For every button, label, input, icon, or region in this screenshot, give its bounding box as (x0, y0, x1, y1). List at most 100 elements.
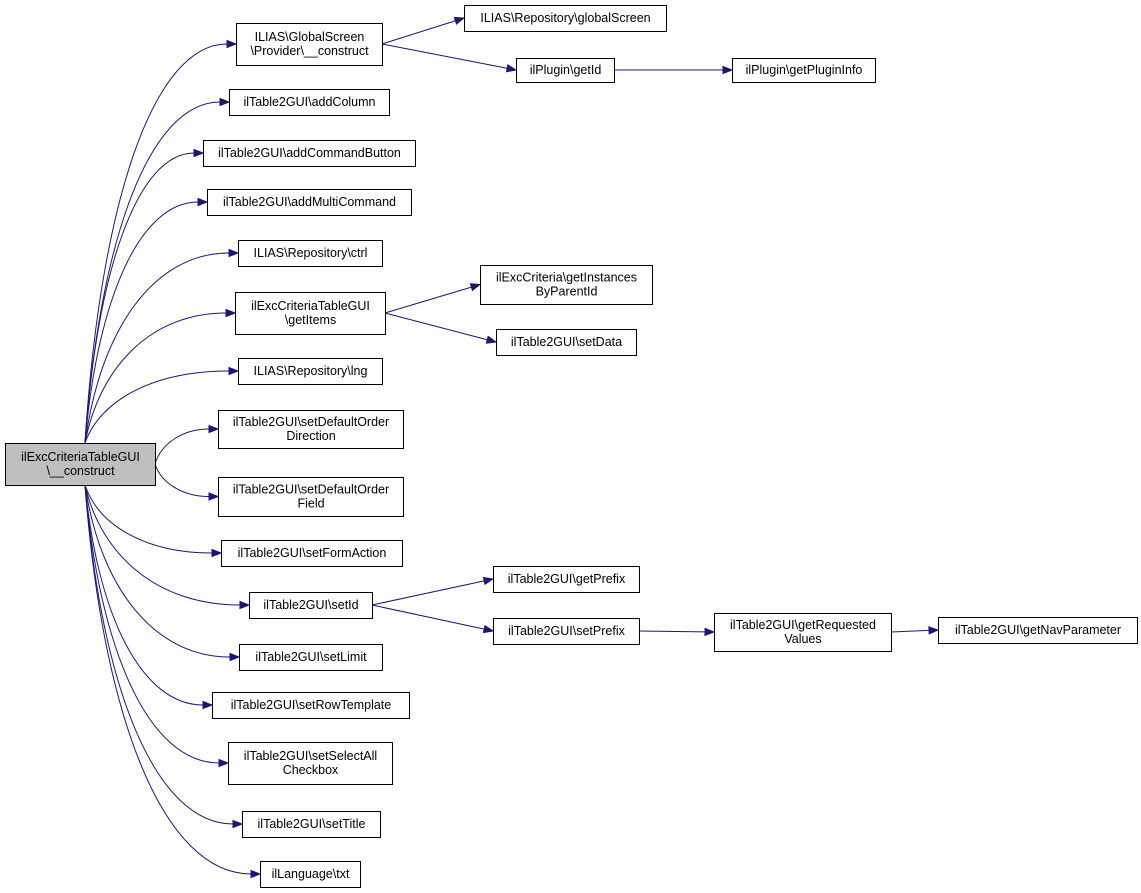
arrowhead-icon (228, 366, 240, 376)
edge-root-to-getitems (84, 308, 237, 444)
node-box (496, 329, 637, 356)
arrowhead-icon (208, 492, 220, 501)
node-box (714, 613, 892, 652)
edge-root-to-gs-provider (84, 39, 238, 444)
node-setprefix[interactable]: ilTable2GUI\setPrefix (493, 618, 640, 645)
arrowhead-icon (232, 819, 244, 829)
node-setformaction[interactable]: ilTable2GUI\setFormAction (221, 540, 403, 567)
node-root[interactable]: ilExcCriteriaTableGUI\__construct (5, 443, 156, 486)
node-box (493, 618, 640, 645)
edge-line (84, 484, 234, 825)
node-label: Field (297, 497, 324, 511)
node-label: ilTable2GUI\getPrefix (508, 572, 626, 586)
node-label: ilTable2GUI\setDefaultOrder (233, 415, 389, 429)
edge-line (84, 484, 231, 658)
node-box (238, 358, 383, 385)
node-setdata[interactable]: ilTable2GUI\setData (496, 329, 637, 356)
edge-root-to-repo-lng (84, 366, 240, 444)
node-label: ilTable2GUI\getRequested (730, 618, 876, 632)
node-getitems[interactable]: ilExcCriteriaTableGUI\getItems (235, 292, 386, 335)
edge-line (154, 428, 210, 465)
node-setrowtemplate[interactable]: ilTable2GUI\setRowTemplate (212, 692, 410, 719)
edge-setprefix-to-getrequestedvalues (638, 627, 716, 637)
node-repo-lng[interactable]: ILIAS\Repository\lng (238, 358, 383, 385)
node-addcommandbutton[interactable]: ilTable2GUI\addCommandButton (203, 140, 416, 167)
edge-gs-provider-to-plugin-getid (381, 43, 518, 73)
node-label: ilTable2GUI\addMultiCommand (223, 195, 396, 209)
arrowhead-icon (229, 652, 241, 662)
node-box (938, 617, 1138, 644)
edge-line (371, 580, 485, 606)
node-box (229, 89, 390, 116)
arrowhead-icon (208, 424, 220, 434)
node-box (5, 443, 156, 486)
node-addcolumn[interactable]: ilTable2GUI\addColumn (229, 89, 390, 116)
node-settitle[interactable]: ilTable2GUI\setTitle (242, 811, 381, 838)
edge-line (384, 312, 488, 341)
node-getprefix[interactable]: ilTable2GUI\getPrefix (493, 566, 640, 593)
arrowhead-icon (226, 39, 238, 49)
edge-getrequestedvalues-to-getnavparameter (890, 626, 940, 635)
node-box (221, 540, 403, 567)
node-label: Direction (286, 429, 335, 443)
edge-plugin-getid-to-plugin-getinfo (614, 65, 734, 75)
node-label: ilTable2GUI\setRowTemplate (231, 698, 392, 712)
node-repo-globalscreen[interactable]: ILIAS\Repository\globalScreen (464, 5, 667, 32)
node-box (236, 23, 383, 66)
node-label: ilExcCriteria\getInstances (496, 271, 637, 285)
edge-line (84, 484, 241, 606)
edge-line (890, 629, 930, 633)
arrowhead-icon (219, 97, 231, 107)
arrowhead-icon (469, 283, 482, 292)
edge-root-to-setselectall (84, 484, 230, 768)
edge-root-to-setrowtemplate (84, 484, 214, 710)
arrowhead-icon (482, 576, 495, 586)
edge-line (371, 604, 485, 630)
node-label: ilTable2GUI\setId (263, 598, 358, 612)
node-box (260, 861, 361, 888)
node-box (228, 742, 393, 785)
node-box (480, 265, 653, 305)
node-plugin-getinfo[interactable]: ilPlugin\getPluginInfo (732, 58, 876, 83)
edge-gs-provider-to-repo-globalscreen (381, 16, 466, 45)
arrowhead-icon (202, 700, 214, 710)
node-label: ILIAS\Repository\ctrl (254, 246, 368, 260)
node-repo-ctrl[interactable]: ILIAS\Repository\ctrl (238, 240, 383, 267)
node-box (238, 240, 383, 267)
edge-root-to-language-txt (84, 484, 262, 879)
edge-line (638, 630, 706, 633)
edge-line (84, 484, 220, 764)
arrowhead-icon (228, 248, 240, 258)
node-label: Values (784, 632, 821, 646)
arrowhead-icon (722, 65, 734, 75)
node-box (218, 410, 404, 449)
node-setlimit[interactable]: ilTable2GUI\setLimit (239, 644, 383, 671)
node-plugin-getid[interactable]: ilPlugin\getId (516, 58, 615, 83)
edge-line (84, 43, 228, 444)
node-box (516, 58, 615, 83)
edge-root-to-setdefaultorderfield (154, 463, 220, 501)
node-gs-provider[interactable]: ILIAS\GlobalScreen\Provider\__construct (236, 23, 383, 66)
node-label: ilTable2GUI\addCommandButton (218, 146, 401, 160)
arrowhead-icon (704, 627, 716, 637)
edge-setid-to-setprefix (371, 604, 495, 634)
edge-root-to-settitle (84, 484, 244, 829)
edge-line (381, 43, 508, 69)
node-getnavparameter[interactable]: ilTable2GUI\getNavParameter (938, 617, 1138, 644)
arrowhead-icon (218, 758, 230, 768)
node-box (203, 140, 416, 167)
arrowhead-icon (193, 148, 205, 158)
node-setid[interactable]: ilTable2GUI\setId (249, 592, 373, 619)
node-label: ILIAS\Repository\lng (254, 364, 368, 378)
node-language-txt[interactable]: ilLanguage\txt (260, 861, 361, 888)
node-addmulticommand[interactable]: ilTable2GUI\addMultiCommand (207, 189, 412, 216)
edge-line (84, 152, 195, 444)
node-box (249, 592, 373, 619)
edge-line (84, 370, 230, 444)
edge-getitems-to-setdata (384, 312, 498, 344)
